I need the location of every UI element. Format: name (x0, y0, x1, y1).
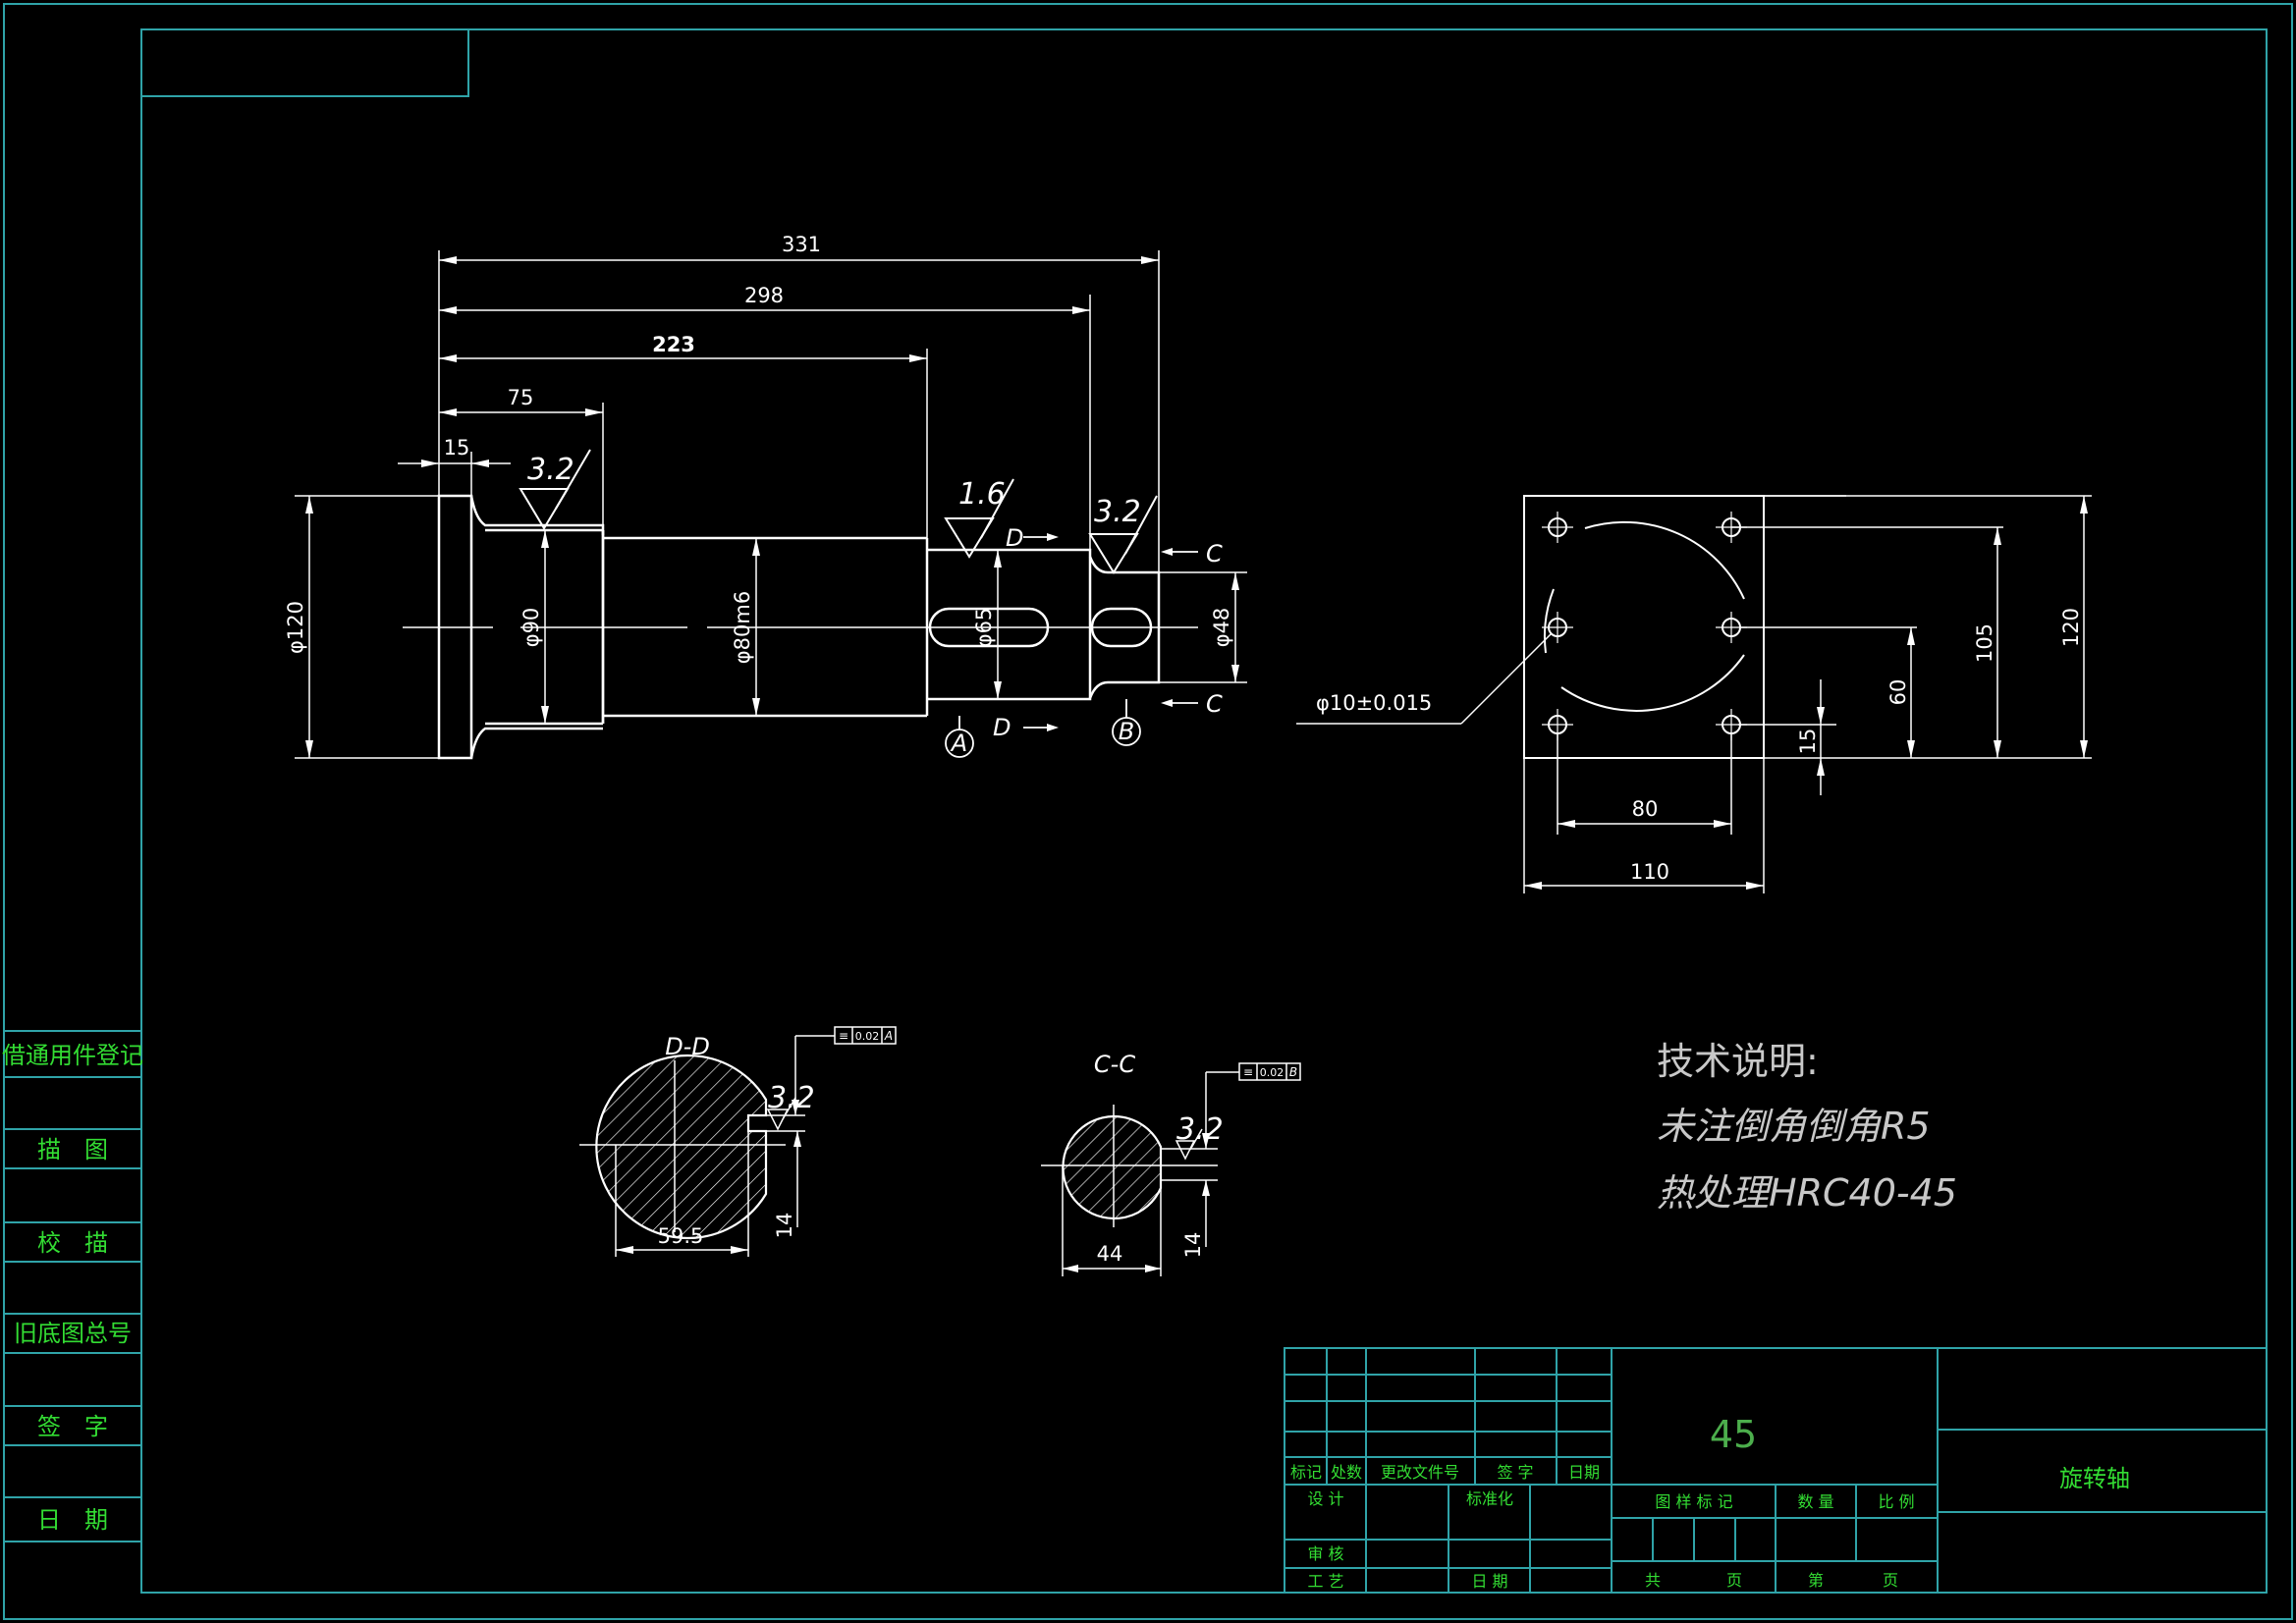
title-block: 标记 处数 更改文件号 签 字 日期 设 计 标准化 审 核 工 艺 日 期 图… (1284, 1347, 2268, 1594)
dim-phi90: φ90 (519, 608, 543, 648)
tb-header-count: 处数 (1331, 1463, 1362, 1482)
tb-header-mark: 标记 (1290, 1463, 1322, 1482)
strip-label-old-number: 旧底图总号 (14, 1320, 132, 1347)
tb-sheet-no: 第 (1808, 1571, 1824, 1590)
dim-flange-105: 105 (1973, 623, 1996, 663)
tb-standardize: 标准化 (1466, 1489, 1513, 1508)
dim-331: 331 (782, 233, 821, 256)
tb-sheet-pages: 页 (1883, 1571, 1898, 1590)
strip-label-borrow: 借通用件登记 (2, 1042, 143, 1069)
datum-b: B (1119, 718, 1134, 745)
horizontal-dimensions (398, 250, 1160, 572)
dim-phi120: φ120 (284, 601, 307, 654)
tb-quantity: 数 量 (1797, 1492, 1833, 1511)
shaft-main-view: 331 298 223 75 15 φ120 φ90 φ80m6 φ65 φ48 (284, 233, 1247, 760)
section-dd: D-D 59.5 14 3.2 ≡ 0.02 A (579, 1026, 897, 1257)
hole-callout: φ10±0.015 (1316, 691, 1432, 715)
tb-material: 45 (1710, 1413, 1757, 1456)
marker-arrowheads (1047, 533, 1173, 731)
dim-223: 223 (652, 333, 695, 356)
strip-label-check-trace: 校 描 (37, 1229, 108, 1257)
tb-header-sign: 签 字 (1497, 1463, 1533, 1482)
section-cc: C-C 44 14 3.2 ≡ 0.02 B (1041, 1051, 1301, 1276)
flange-arrowheads (1524, 496, 2088, 890)
section-d-bottom: D (993, 714, 1011, 741)
roughness-label-2: 1.6 (958, 477, 1006, 512)
dim-75: 75 (508, 386, 534, 409)
datum-a: A (950, 730, 967, 757)
section-cc-title: C-C (1094, 1051, 1135, 1078)
tb-part-name: 旋转轴 (2059, 1465, 2130, 1492)
tb-stage-mark: 图 样 标 记 (1655, 1492, 1732, 1511)
section-dd-width: 59.5 (658, 1224, 704, 1248)
strip-label-trace: 描 图 (37, 1136, 108, 1163)
drawing-frame (3, 3, 2293, 1620)
bolt-circle-arc (1543, 520, 1745, 712)
dim-phi80m6: φ80m6 (731, 591, 754, 664)
strip-label-date: 日 期 (37, 1506, 108, 1534)
section-c-top: C (1206, 540, 1223, 568)
dim-flange-60: 60 (1886, 679, 1910, 706)
dim-phi65: φ65 (972, 608, 996, 648)
flange-dimension-lines (1296, 495, 2092, 893)
section-d-top: D (1006, 524, 1023, 552)
tb-sheets: 页 (1726, 1571, 1742, 1590)
dim-flange-120: 120 (2059, 608, 2083, 647)
section-dd-tol-datum: A (884, 1029, 893, 1043)
section-cc-tol-datum: B (1289, 1065, 1297, 1079)
section-cc-tol-value: 0.02 (1260, 1066, 1285, 1079)
roughness-symbols (519, 449, 1158, 574)
dimension-arrowheads (421, 256, 1159, 467)
roughness-label-3: 3.2 (1094, 495, 1141, 529)
technical-notes: 技术说明: 未注倒角倒角R5 热处理HRC40-45 (1657, 1040, 1957, 1215)
section-dd-roughness: 3.2 (768, 1081, 815, 1115)
section-c-bottom: C (1206, 690, 1223, 718)
section-cc-roughness: 3.2 (1176, 1112, 1224, 1147)
dim-15: 15 (444, 436, 470, 460)
dim-flange-110: 110 (1630, 860, 1669, 884)
dim-298: 298 (744, 284, 784, 307)
tb-process: 工 艺 (1307, 1572, 1343, 1591)
tb-scale: 比 例 (1878, 1492, 1914, 1511)
strip-label-signature: 签 字 (37, 1413, 108, 1440)
section-cc-tol-symbol: ≡ (1243, 1065, 1253, 1079)
dim-flange-15: 15 (1796, 729, 1820, 755)
section-cc-key: 14 (1181, 1232, 1205, 1259)
tb-header-date: 日期 (1568, 1463, 1600, 1482)
notes-line-2: 热处理HRC40-45 (1657, 1171, 1957, 1215)
tb-total: 共 (1645, 1571, 1661, 1590)
tb-design: 设 计 (1307, 1489, 1343, 1508)
dim-phi48: φ48 (1210, 608, 1233, 648)
tb-header-change-doc: 更改文件号 (1381, 1463, 1459, 1482)
section-dd-tol-value: 0.02 (855, 1030, 880, 1043)
vertical-arrowheads (305, 496, 1239, 758)
section-cc-width: 44 (1097, 1242, 1123, 1266)
flange-view: 120 105 60 15 80 110 φ10±0.015 (1296, 495, 2092, 893)
section-dd-title: D-D (665, 1033, 710, 1060)
dim-flange-80: 80 (1632, 797, 1659, 821)
tb-review: 审 核 (1307, 1544, 1343, 1563)
section-dd-key: 14 (773, 1213, 796, 1239)
vertical-dimensions (295, 495, 1247, 759)
notes-line-1: 未注倒角倒角R5 (1657, 1105, 1931, 1148)
tb-date: 日 期 (1471, 1572, 1507, 1591)
notes-title: 技术说明: (1657, 1040, 1819, 1083)
roughness-label-1: 3.2 (527, 453, 574, 487)
section-dd-tol-symbol: ≡ (839, 1029, 848, 1043)
left-registration-strip: 借通用件登记 描 图 校 描 旧底图总号 签 字 日 期 (2, 1030, 143, 1542)
